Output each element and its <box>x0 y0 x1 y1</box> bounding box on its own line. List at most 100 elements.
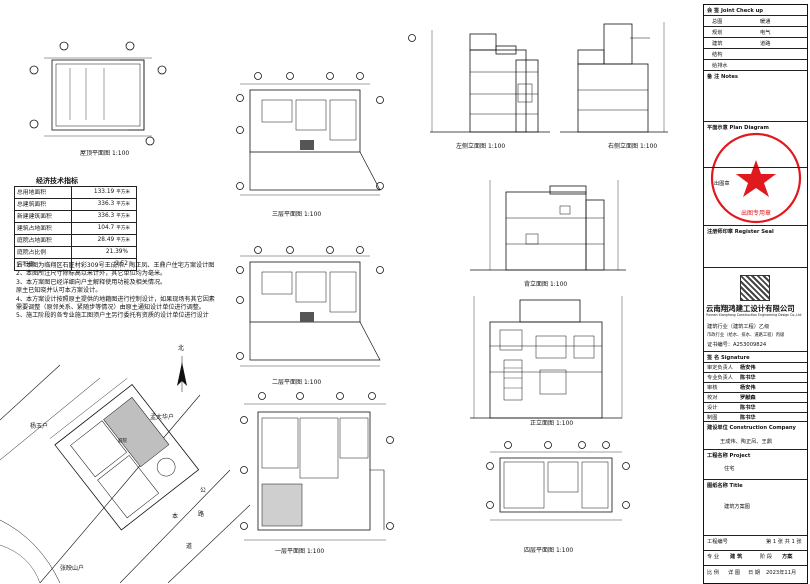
scale-label: 比 例 <box>707 570 720 576</box>
company-name-en: Yunnan Xianghong Construction Engineerin… <box>706 313 802 317</box>
tech-value: 2.52 <box>71 258 137 271</box>
note-1: 1、本图为临翔区石匠村彩309号王成伟、陶正凤、王鼎户住宅方案设计图 <box>16 262 215 269</box>
tech-label: 总用地面积 <box>13 186 73 199</box>
company-name-cn: 云南翔鸿建工设计有限公司 <box>706 304 795 313</box>
north-arrow <box>177 356 187 392</box>
note-4: 4、本方案设计按照原主提供的地籍图进行控制设计，如果现场有其它因素 <box>16 295 215 303</box>
tech-label: 新建建筑面积 <box>13 210 73 223</box>
staff-role: 审核 <box>707 385 718 391</box>
title-block: 会 签 Joint Check up 总图 暖通 规划 电气 建筑 道路 结构 … <box>703 4 808 584</box>
qualification-1: 建筑行业（建筑工程）乙级 <box>707 324 770 330</box>
svg-text:出图专用章: 出图专用章 <box>741 209 771 217</box>
right-elevation-title: 右侧立面图 1:100 <box>608 143 658 150</box>
staff-name: 杨安伟 <box>740 385 756 391</box>
road-3: 本 <box>172 513 179 520</box>
staff-role: 校对 <box>707 395 718 401</box>
site-label-courtyard: 庭院 <box>118 439 127 444</box>
staff-role: 设计 <box>707 405 718 411</box>
staff-name: 陈书华 <box>740 405 756 411</box>
date-value: 2023年11月 <box>766 570 797 576</box>
discipline-label: 专 业 <box>707 554 720 560</box>
note-4b: 需要调整（原邻关系、紧随步等情况）由原主通知设计单位进行调整。 <box>16 304 205 312</box>
note-5: 5、施工阶段的各专业施工图须户主另行委托有资质的设计单位进行设计 <box>16 312 209 320</box>
roof-plan-title: 屋顶平面图 1:100 <box>80 150 130 157</box>
right-elevation <box>560 22 668 133</box>
roof-plan <box>29 41 167 146</box>
back-elevation-title: 背立面图 1:100 <box>524 281 568 288</box>
front-elevation <box>470 296 623 419</box>
road-2: 路 <box>198 511 205 518</box>
neighbor-zhang: 张映山户 <box>60 565 85 572</box>
join-check-label: 会 签 Joint Check up <box>707 8 763 14</box>
staff-name: 罗献森 <box>740 395 756 401</box>
project-label: 工程名称 Project <box>707 453 751 459</box>
first-floor-title: 一层平面图 1:100 <box>275 548 325 555</box>
staff-role: 制图 <box>707 415 718 421</box>
discipline-value: 建 筑 <box>730 554 743 560</box>
signature-label: 签 名 Signature <box>707 355 750 361</box>
front-elevation-title: 正立面图 1:100 <box>530 420 574 427</box>
certificate-number: 证书编号：A253009824 <box>707 342 767 348</box>
staff-name: 杨安伟 <box>740 365 756 371</box>
tech-title: 经济技术指标 <box>36 177 78 185</box>
remarks-label: 备 注 Notes <box>707 74 738 80</box>
tech-label: 庭院占地面积 <box>13 234 73 247</box>
client-name: 王成伟、陶正凤、王鼎 <box>720 439 772 445</box>
staff-role: 专业负责人 <box>707 375 733 381</box>
construction-company-label: 建设单位 Construction Company <box>707 425 796 431</box>
fourth-floor-plan <box>486 441 630 521</box>
site-plan <box>0 364 251 583</box>
left-elevation-title: 左侧立面图 1:100 <box>456 143 506 150</box>
staff-role: 审定负责人 <box>707 365 733 371</box>
tech-label: 庭院占比例 <box>13 246 73 259</box>
stage-value: 方案 <box>782 554 793 560</box>
sheet-count: 第 1 张 共 1 张 <box>766 539 802 545</box>
plan-diagram-label: 平面示意 Plan Diagram <box>707 125 769 131</box>
company-seal: 出图专用章 <box>710 132 802 224</box>
note-3b: 原主已知晓并认可本方案设计。 <box>16 287 102 295</box>
third-floor-plan <box>236 72 384 196</box>
note-2: 2、本图所注尺寸除标高以米计外，其它单位均为毫米。 <box>16 270 167 278</box>
tech-value: 21.39% <box>71 246 137 259</box>
drawing-title: 建筑方案图 <box>724 504 750 510</box>
design-notes: 1、本图为临翔区石匠村彩309号王成伟、陶正凤、王鼎户住宅方案设计图 2、本图所… <box>16 262 256 321</box>
tech-label: 容积率 <box>13 258 73 271</box>
company-logo <box>740 275 770 301</box>
project-no-label: 工程编号 <box>707 539 728 545</box>
stage2-value: 详 图 <box>728 570 741 576</box>
third-floor-title: 三层平面图 1:100 <box>272 211 322 218</box>
staff-name: 陈书华 <box>740 415 756 421</box>
second-floor-plan <box>236 246 384 367</box>
date-label: 日 期 <box>748 570 761 576</box>
tech-label: 总建筑面积 <box>13 198 73 211</box>
staff-name: 陈书华 <box>740 375 756 381</box>
tech-label: 建筑占地面积 <box>13 222 73 235</box>
first-floor-plan <box>240 392 394 541</box>
neighbor-meng: 孟大华户 <box>150 414 175 421</box>
neighbor-yang: 杨玉户 <box>30 423 49 430</box>
road-1: 公 <box>200 487 207 494</box>
qualification-2: 市政行业（给水、排水、道路工程）丙级 <box>707 333 785 338</box>
stage-label: 阶 段 <box>760 554 773 560</box>
project-name: 住宅 <box>724 466 735 472</box>
fourth-floor-title: 四层平面图 1:100 <box>524 547 574 554</box>
back-elevation <box>470 180 626 271</box>
north-label: 北 <box>178 345 185 352</box>
register-seal-label: 注册师印章 Register Seal <box>707 229 774 235</box>
left-elevation <box>408 30 550 133</box>
title-label: 图纸名称 Title <box>707 483 743 489</box>
